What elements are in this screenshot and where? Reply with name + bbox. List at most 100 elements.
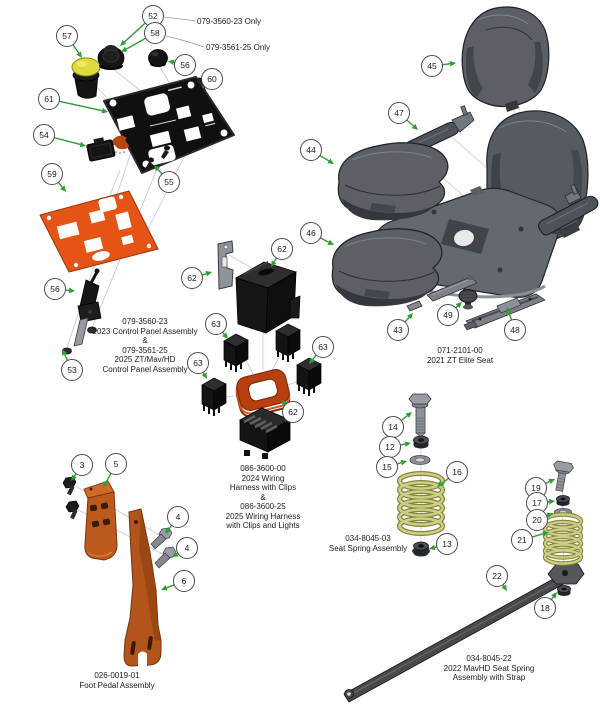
armrest-right — [538, 184, 599, 236]
label-line: 034-8045-22 — [466, 654, 512, 663]
svg-text:14: 14 — [388, 422, 398, 432]
svg-text:52: 52 — [148, 11, 158, 21]
callout-55: 55 — [154, 165, 180, 193]
callout-5: 5 — [103, 453, 127, 488]
svg-text:59: 59 — [47, 169, 57, 179]
callout-15: 15 — [376, 456, 407, 478]
label-079-3561-25-only: 079-3561-25 Only — [206, 43, 271, 52]
seat-spring-coil — [397, 471, 445, 536]
leader-lines — [163, 16, 205, 48]
callout-62: 62 — [281, 400, 304, 423]
slide-rail-right — [463, 293, 546, 331]
callout-58: 58 — [121, 22, 166, 52]
label-line: Foot Pedal Assembly — [79, 680, 155, 690]
svg-text:15: 15 — [382, 462, 392, 472]
label-line: 026-0019-01 — [94, 671, 140, 680]
svg-text:45: 45 — [427, 61, 437, 71]
label-line: 071-2101-00 — [437, 346, 483, 355]
strap — [343, 561, 585, 703]
slide-rail-clip — [406, 300, 423, 312]
strap-spring-coil — [542, 512, 584, 566]
seat-cushion-top — [337, 142, 449, 221]
svg-text:5: 5 — [114, 459, 119, 469]
pedal-plate — [83, 480, 118, 561]
svg-text:18: 18 — [540, 603, 550, 613]
svg-text:4: 4 — [185, 543, 190, 553]
label-line: 2025 Wiring Harness — [225, 511, 301, 521]
seat-spring-label: 034-8045-03 Seat Spring Assembly — [329, 534, 407, 553]
svg-text:61: 61 — [44, 94, 54, 104]
callout-63: 63 — [205, 313, 228, 339]
callout-13: 13 — [429, 533, 458, 555]
callout-22: 22 — [486, 565, 508, 591]
control-panel-plate — [103, 76, 235, 174]
callout-56: 56 — [44, 278, 75, 300]
harness-bracket-clip — [217, 240, 234, 290]
knob-large — [97, 45, 125, 70]
callout-59: 59 — [41, 163, 66, 192]
pedal-bolts-black — [62, 476, 80, 520]
harness-cover — [235, 261, 301, 334]
elite-seat-label: 071-2101-00 2021 ZT Elite Seat — [427, 346, 493, 365]
svg-text:6: 6 — [182, 576, 187, 586]
callout-17: 17 — [526, 492, 555, 514]
callout-44: 44 — [300, 139, 334, 164]
callout-61: 61 — [38, 88, 108, 114]
svg-text:55: 55 — [164, 177, 174, 187]
svg-text:57: 57 — [62, 31, 72, 41]
svg-text:62: 62 — [288, 407, 298, 417]
label-line: 2025 ZT/Mav/HD — [114, 355, 176, 364]
relay-3 — [296, 357, 322, 396]
svg-text:46: 46 — [306, 228, 316, 238]
pedal-bolts-gray — [150, 527, 177, 569]
svg-text:47: 47 — [394, 108, 404, 118]
callout-12: 12 — [379, 436, 411, 458]
relay-2 — [275, 323, 301, 362]
callout-62: 62 — [271, 238, 293, 267]
callout-4: 4 — [172, 537, 198, 559]
foot-pedal-label: 026-0019-01 Foot Pedal Assembly — [79, 671, 154, 690]
svg-text:21: 21 — [517, 535, 527, 545]
panel-logo — [111, 135, 129, 154]
fuse-block — [239, 407, 291, 459]
svg-text:53: 53 — [67, 365, 77, 375]
svg-text:54: 54 — [39, 130, 49, 140]
callout-49: 49 — [437, 302, 462, 326]
callout-57: 57 — [56, 25, 82, 58]
svg-text:17: 17 — [532, 498, 542, 508]
strap-spring-label: 034-8045-22 2022 MavHD Seat Spring Assem… — [444, 654, 535, 683]
callout-16: 16 — [437, 461, 468, 487]
svg-text:12: 12 — [385, 442, 395, 452]
callout-47: 47 — [388, 102, 418, 130]
relay-4 — [201, 377, 227, 416]
callout-63: 63 — [309, 336, 334, 364]
label-line: Seat Spring Assembly — [328, 543, 408, 553]
callout-52: 52 — [120, 5, 164, 46]
label-line: & — [142, 336, 148, 345]
svg-text:49: 49 — [443, 310, 453, 320]
svg-text:56: 56 — [50, 284, 60, 294]
callout-60: 60 — [201, 68, 223, 90]
slide-rail-left — [426, 276, 478, 302]
orange-mount-plate — [39, 190, 159, 273]
panel-screws — [145, 145, 170, 171]
svg-text:63: 63 — [318, 342, 328, 352]
label-line: 086-3600-25 — [240, 502, 286, 511]
callout-48: 48 — [504, 307, 526, 341]
svg-text:62: 62 — [187, 273, 197, 283]
svg-text:20: 20 — [532, 515, 542, 525]
connector-plug — [86, 137, 116, 162]
label-line: 079-3561-25 — [122, 345, 168, 355]
svg-text:60: 60 — [207, 74, 217, 84]
strap-bolt — [553, 460, 574, 492]
label-line: & — [260, 492, 266, 502]
callout-14: 14 — [382, 412, 412, 438]
svg-text:13: 13 — [442, 539, 452, 549]
svg-text:48: 48 — [510, 325, 520, 335]
label-line: 079-3560-23 — [122, 317, 168, 326]
strap-lower-nut — [557, 585, 571, 596]
svg-text:19: 19 — [531, 483, 541, 493]
callout-43: 43 — [387, 313, 413, 341]
label-line: Harness with Clips — [229, 483, 297, 492]
